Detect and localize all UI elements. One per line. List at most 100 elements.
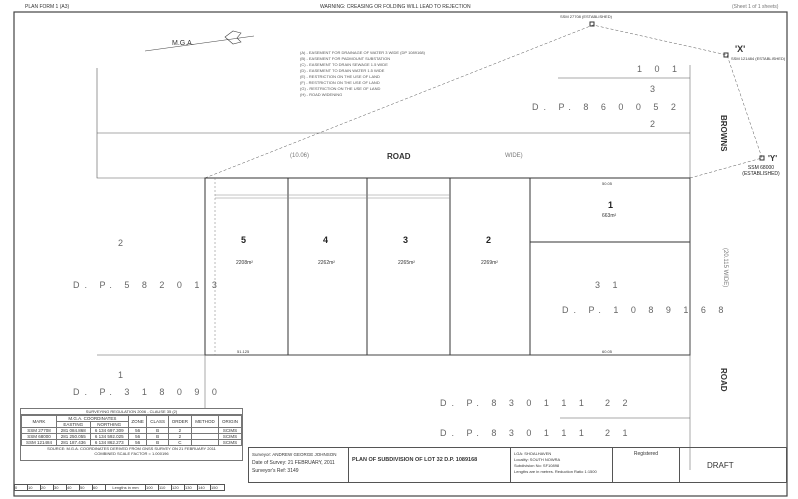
lot-5-area: 2208m² (236, 260, 253, 266)
road-width-browns: (20.115 WIDE) (722, 248, 728, 288)
mark-y: 'Y' (768, 154, 778, 163)
road-width-left: (10.06) (290, 153, 310, 159)
survey-date: Date of Survey: 21 FEBRUARY, 2011 (252, 460, 335, 466)
dp-1089168: D. P. 1 0 8 9 1 6 8 (562, 305, 729, 315)
form-label: PLAN FORM 1 (A3) (25, 4, 70, 10)
locality-box: LGA: SHOALHAVEN Locality: SOUTH NOWRA Su… (510, 447, 613, 483)
dim-lot1-bottom: 60.05 (602, 349, 613, 354)
lot-2-number: 2 (486, 235, 492, 245)
scale-tick: 140 (198, 485, 211, 490)
mark-x: 'X' (735, 44, 746, 54)
parcel-22: 2 2 (605, 398, 633, 408)
lot-4-number: 4 (323, 235, 329, 245)
note: (A) - EASEMENT FOR DRAINAGE OF WATER 3 W… (300, 50, 425, 55)
cell: 56 (127, 439, 148, 446)
draft-box: DRAFT (679, 447, 787, 483)
lengths-note: Lengths are in metres. Reduction Ratio 1… (514, 469, 597, 474)
scale-tick: 100 (146, 485, 159, 490)
cell: 281 250.055 (55, 433, 91, 440)
locality: Locality: SOUTH NOWRA (514, 457, 561, 462)
parcel-2: 2 (650, 119, 661, 129)
lot-5-number: 5 (241, 235, 247, 245)
north-label: M.G.A. (172, 40, 194, 47)
parcel-2-left: 2 (118, 238, 129, 248)
dp-582013: D. P. 5 8 2 0 1 3 (73, 280, 222, 290)
lot-1-area: 663m² (602, 213, 617, 219)
cell: 281 084.868 (55, 427, 91, 434)
note: (H) - ROAD WIDENING (300, 92, 343, 97)
draft-label: DRAFT (707, 461, 734, 470)
notes-list: (A) - EASEMENT FOR DRAINAGE OF WATER 3 W… (300, 50, 425, 98)
lot-3-number: 3 (403, 235, 409, 245)
dp-860052: D. P. 8 6 0 0 5 2 (532, 102, 681, 112)
col-header: ORIGIN (218, 415, 242, 428)
parcel-21: 2 1 (605, 428, 633, 438)
browns-road-label: BROWNS (719, 115, 728, 152)
registered-box: Registered (612, 447, 680, 483)
dp-318090: D. P. 3 1 8 0 9 0 (73, 387, 222, 397)
dim-lot1-top: 50.05 (602, 181, 613, 186)
note: (E) - RESTRICTION ON THE USE OF LAND (300, 74, 380, 79)
ssm-mark-label: SSM 27708 (ESTABLISHED) (560, 14, 612, 19)
scale-tick: 10 (28, 485, 41, 490)
cell: 281 187.436 (55, 439, 91, 446)
lot-101: 1 0 1 (637, 64, 683, 74)
cell: SSM 121484 (21, 439, 57, 446)
lot-31: 3 1 (595, 280, 623, 290)
road-label: ROAD (387, 152, 411, 161)
scale-tick: 60 (93, 485, 106, 490)
surveyor-box: Surveyor: ANDREW GEORGE JOHNSON Date of … (248, 447, 349, 483)
scale-factor: COMBINED SCALE FACTOR = 1.000196 (94, 451, 169, 456)
warning-text: WARNING: CREASING OR FOLDING WILL LEAD T… (320, 4, 471, 10)
scale-tick: 130 (185, 485, 198, 490)
parcel-3: 3 (650, 84, 661, 94)
cell: 6 134 862.273 (89, 439, 129, 446)
lot-1-number: 1 (608, 200, 614, 210)
col-header: CLASS (146, 415, 169, 428)
scale-tick: 50 (80, 485, 93, 490)
mark-x-label: SSM 121484 (ESTABLISHED) (731, 56, 786, 61)
scale-tick: 120 (172, 485, 185, 490)
note: (D) - EASEMENT TO DRAIN WATER 1.5 WIDE (300, 68, 385, 73)
scale-tick: 150 (211, 485, 218, 490)
cell (191, 439, 220, 446)
lot-4-area: 2262m² (318, 260, 335, 266)
mark-y-label: SSM 68000 (ESTABLISHED) (742, 165, 780, 177)
cell: C (167, 439, 193, 446)
parcel-1-left: 1 (118, 370, 129, 380)
col-header: METHOD (191, 415, 220, 428)
scale-caption: Lengths in mm (106, 485, 146, 490)
lot-2-area: 2269m² (481, 260, 498, 266)
coordinate-table: SURVEYING REGULATION 2006 - CLAUSE 35 (2… (20, 408, 243, 461)
note: (B) - EASEMENT FOR PADMOUNT SUBSTATION (300, 56, 391, 61)
registered-label: Registered (633, 451, 659, 457)
plan-title: PLAN OF SUBDIVISION OF LOT 32 D.P. 10891… (352, 457, 478, 463)
scale-tick: 20 (41, 485, 54, 490)
table-title: SURVEYING REGULATION 2006 - CLAUSE 35 (2… (21, 409, 242, 415)
sheet-label: (Sheet 1 of 1 sheets) (732, 4, 779, 10)
note: (G) - RESTRICTION ON THE USE OF LAND (300, 86, 381, 91)
scale-tick: 40 (67, 485, 80, 490)
coord-source: SOURCE: M.G.A. COORDINATES DERIVED FROM … (47, 446, 216, 451)
surveyor-name: Surveyor: ANDREW GEORGE JOHNSON (252, 452, 337, 457)
cell: 6 134 697.309 (89, 427, 129, 434)
note: (F) - RESTRICTION ON THE USE OF LAND (300, 80, 380, 85)
road-label-right: ROAD (719, 368, 728, 392)
lga: LGA: SHOALHAVEN (514, 451, 552, 456)
subdivision-no: Subdivision No: SF10898 (514, 463, 560, 468)
col-header: ORDER (167, 415, 193, 428)
cell: B (146, 439, 169, 446)
scale-tick: 0 (15, 485, 28, 490)
scale-tick: 110 (159, 485, 172, 490)
cell: SCIMS (218, 439, 242, 446)
dim-lot5-bottom: 51.125 (237, 349, 250, 354)
road-width-right: WIDE) (505, 153, 523, 159)
cell: 6 134 592.025 (89, 433, 129, 440)
dp-830111-a: D. P. 8 3 0 1 1 1 (440, 398, 589, 408)
scale-tick: 30 (54, 485, 67, 490)
